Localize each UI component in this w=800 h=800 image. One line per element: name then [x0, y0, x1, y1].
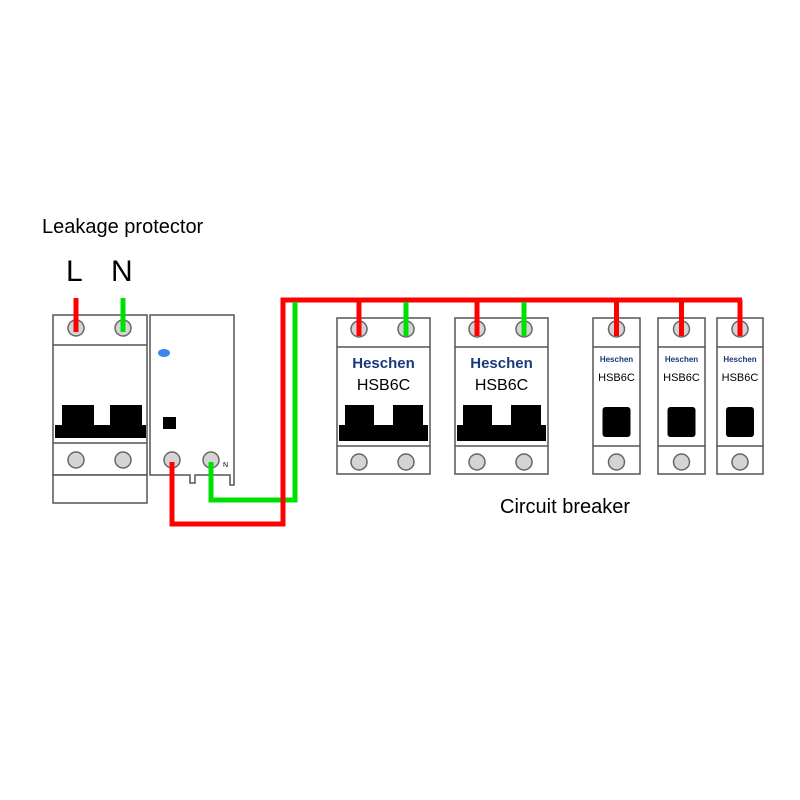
breaker-handle[interactable] [667, 407, 696, 437]
brand-label: Heschen [470, 355, 533, 372]
live-bus-wire [169, 297, 742, 527]
model-label: HSB6C [663, 372, 700, 384]
model-label: HSB6C [722, 372, 759, 384]
brand-label: Heschen [723, 355, 756, 364]
breaker-handle[interactable] [457, 425, 546, 441]
title-label: Leakage protector [42, 216, 204, 238]
n-terminal-mark: N [223, 462, 228, 469]
breaker-handle[interactable] [726, 407, 754, 437]
model-label: HSB6C [598, 372, 635, 384]
neutral-bus-wire [208, 302, 298, 503]
neutral-label: N [111, 255, 133, 288]
model-label: HSB6C [357, 377, 410, 394]
circuit-breaker-label: Circuit breaker [500, 496, 630, 518]
brand-label: Heschen [665, 355, 698, 364]
brand-label: Heschen [600, 355, 633, 364]
test-button[interactable] [163, 417, 176, 429]
indicator-light [158, 349, 170, 357]
breaker-handle[interactable] [339, 425, 428, 441]
leakage-protector: N [52, 314, 235, 504]
breaker-handle[interactable] [602, 407, 631, 437]
brand-label: Heschen [352, 355, 415, 372]
line-label: L [66, 255, 83, 288]
model-label: HSB6C [475, 377, 528, 394]
